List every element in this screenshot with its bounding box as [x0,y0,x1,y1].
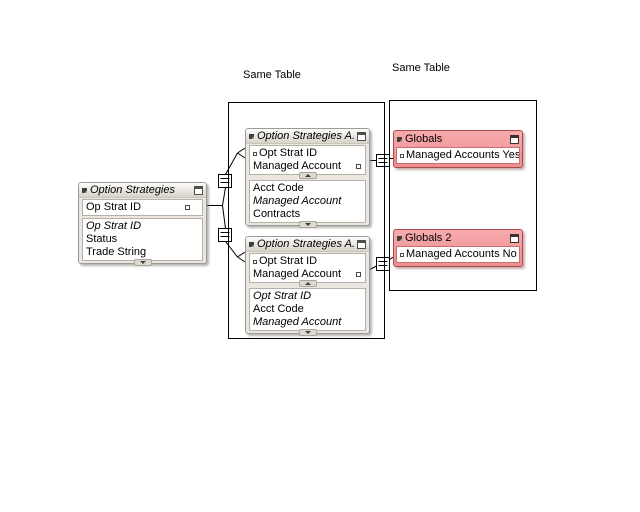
field-section: Managed Accounts No [396,246,520,263]
field-row[interactable]: Trade String [83,246,202,259]
key-bullet-icon [400,252,404,257]
field-row[interactable]: Managed Accounts No [397,248,519,261]
window-button-icon[interactable] [194,185,203,195]
table-title: Globals 2 [405,232,452,244]
connector-anchor-icon [356,272,361,277]
scroll-up-button[interactable] [298,172,317,179]
field-row[interactable]: Status [83,233,202,246]
field-row[interactable]: Op Strat ID [83,201,202,214]
field-label: Managed Accounts No [406,248,517,260]
window-button-icon[interactable] [357,131,366,141]
table-icon [397,235,402,241]
field-label: Managed Accounts Yes [406,149,519,161]
scroll-down-icon [304,223,311,226]
table-header[interactable]: Globals [394,131,522,147]
field-label: Managed Account [253,316,342,328]
join-properties-box-right-bottom[interactable] [376,257,390,271]
table-title: Option Strategies A... [257,130,354,142]
table-option-strategies-a-top[interactable]: Option Strategies A... Opt Strat ID Mana… [245,128,370,228]
connector-anchor-icon [356,164,361,169]
scroll-down-button[interactable] [133,259,152,266]
field-row[interactable]: Acct Code [250,182,365,195]
key-bullet-icon [253,151,257,156]
join-properties-box-left-bottom[interactable] [218,228,232,242]
table-option-strategies[interactable]: Option Strategies Op Strat ID Op Strat I… [78,182,207,266]
field-label: Acct Code [253,182,304,194]
key-field-section: Op Strat ID [82,199,203,216]
relationship-connector-left [207,147,246,263]
field-row[interactable]: Acct Code [250,303,365,316]
field-label: Managed Account [253,160,342,172]
field-label: Opt Strat ID [259,255,318,267]
scroll-up-button[interactable] [298,280,317,287]
scroll-down-button[interactable] [298,221,317,228]
field-label: Trade String [86,246,147,258]
crows-foot-top [237,147,246,159]
scroll-down-button[interactable] [298,329,317,336]
table-globals[interactable]: Globals Managed Accounts Yes [393,130,523,168]
field-label: Opt Strat ID [259,147,318,159]
field-label: Contracts [253,208,301,220]
crows-foot-bottom [237,251,246,263]
table-header[interactable]: Globals 2 [394,230,522,246]
field-row[interactable]: Opt Strat ID [250,255,365,268]
scroll-up-icon [304,174,311,177]
field-section: Acct Code Managed Account Contracts [249,180,366,223]
field-row[interactable]: Managed Account [250,268,365,281]
table-header[interactable]: Option Strategies A... [246,237,369,252]
field-label: Op Strat ID [86,201,142,213]
join-properties-box-right-top[interactable] [376,154,390,167]
table-icon [82,187,87,193]
field-label: Managed Account [253,195,342,207]
field-row[interactable]: Managed Account [250,160,365,173]
field-section: Op Strat ID Status Trade String [82,218,203,261]
field-row[interactable]: Contracts [250,208,365,221]
key-field-section: Opt Strat ID Managed Account [249,145,366,175]
key-bullet-icon [253,259,257,264]
window-button-icon[interactable] [357,239,366,249]
scroll-down-icon [139,261,146,264]
field-label: Acct Code [253,303,304,315]
window-button-icon[interactable] [510,134,519,144]
table-icon [397,136,402,142]
table-globals-2[interactable]: Globals 2 Managed Accounts No [393,229,523,267]
table-title: Globals [405,133,443,145]
field-label: Managed Account [253,268,342,280]
table-header[interactable]: Option Strategies [79,183,206,198]
field-row[interactable]: Op Strat ID [83,220,202,233]
field-section: Opt Strat ID Acct Code Managed Account [249,288,366,331]
connector-anchor-icon [185,205,190,210]
scroll-down-icon [304,331,311,334]
key-field-section: Opt Strat ID Managed Account [249,253,366,283]
table-title: Option Strategies A... [257,238,354,250]
field-row[interactable]: Managed Accounts Yes [397,149,519,162]
field-label: Op Strat ID [86,220,142,232]
field-row[interactable]: Opt Strat ID [250,290,365,303]
field-row[interactable]: Managed Account [250,195,365,208]
field-row[interactable]: Opt Strat ID [250,147,365,160]
table-header[interactable]: Option Strategies A... [246,129,369,144]
table-icon [249,133,254,139]
field-section: Managed Accounts Yes [396,147,520,164]
join-properties-box-left-top[interactable] [218,174,232,188]
window-button-icon[interactable] [510,233,519,243]
field-label: Status [86,233,118,245]
same-table-label-left: Same Table [243,69,301,81]
scroll-up-icon [304,282,311,285]
field-row[interactable]: Managed Account [250,316,365,329]
table-option-strategies-a-bottom[interactable]: Option Strategies A... Opt Strat ID Mana… [245,236,370,336]
field-label: Opt Strat ID [253,290,312,302]
table-title: Option Strategies [90,184,175,196]
key-bullet-icon [400,153,404,158]
same-table-label-right: Same Table [392,62,450,74]
table-icon [249,241,254,247]
